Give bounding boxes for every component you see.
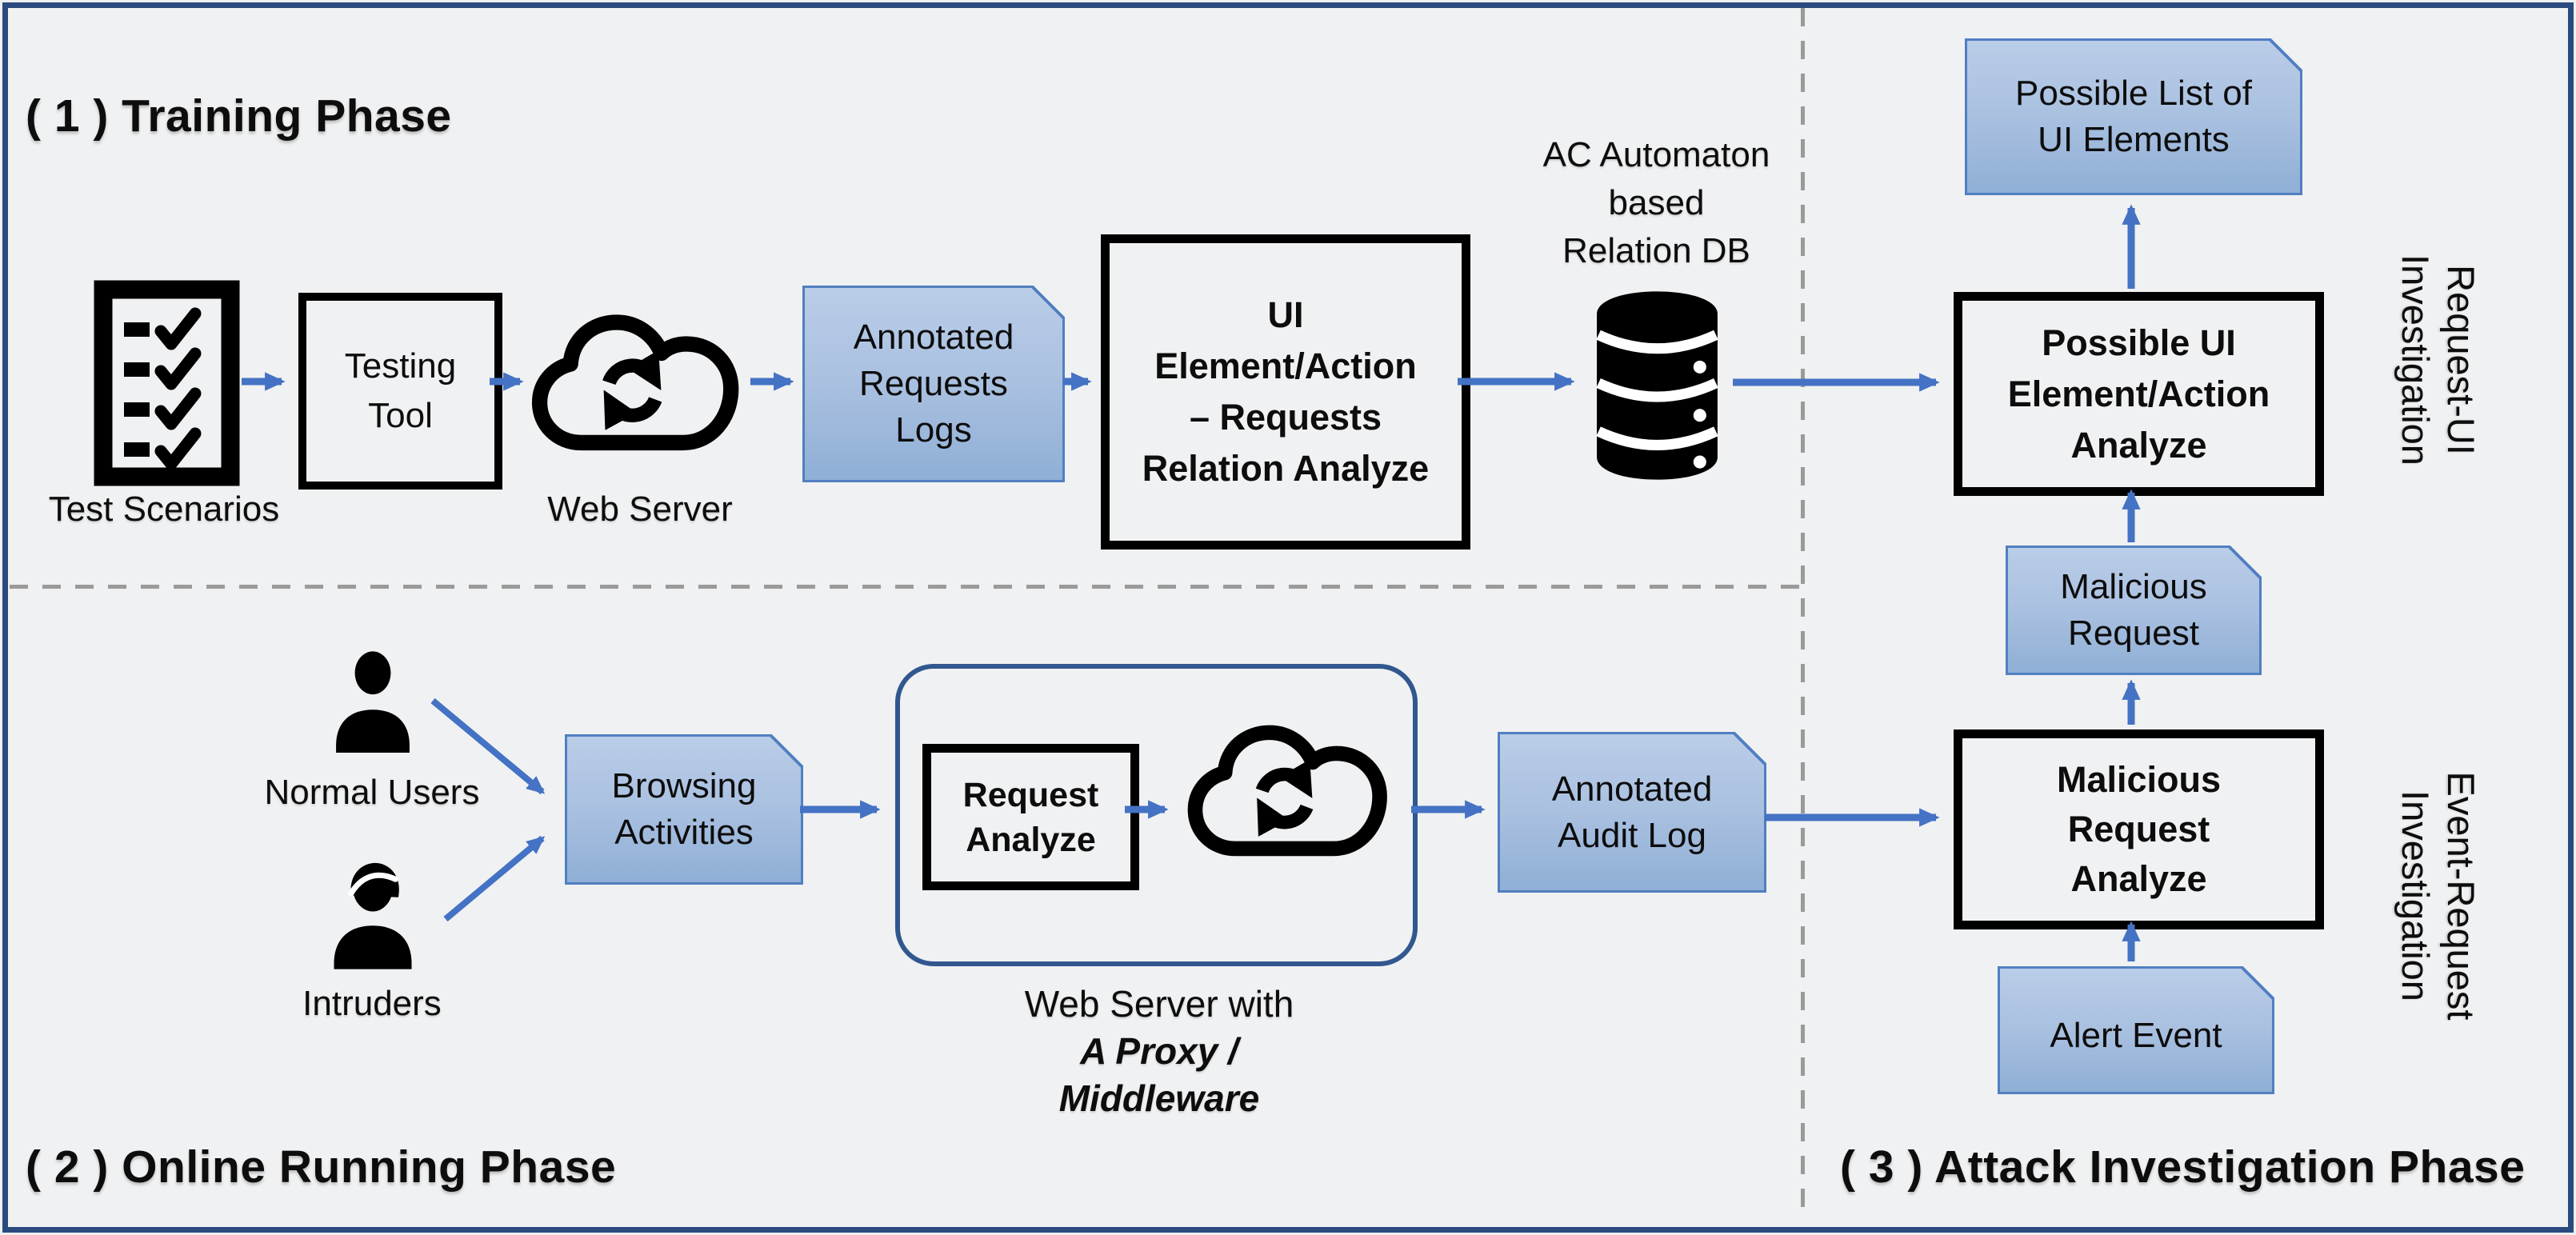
eri-line2: Investigation xyxy=(2394,790,2437,1001)
test-scenarios-label: Test Scenarios xyxy=(48,490,280,529)
arl-line1: Annotated xyxy=(853,318,1014,357)
ui-box-line2: Element/Action xyxy=(1154,346,1417,386)
ui-box-line4: Relation Analyze xyxy=(1142,448,1430,489)
proxy-caption: Web Server with A Proxy / Middleware xyxy=(999,981,1319,1122)
note-fold-icon xyxy=(1733,732,1766,765)
event-request-investigation-label: Event-Request Investigation xyxy=(2380,728,2484,1064)
ui-box-line1: UI xyxy=(1267,294,1304,335)
alert-event-label: Alert Event xyxy=(2050,1016,2222,1055)
ui-relation-analyze-box: UI Element/Action – Requests Relation An… xyxy=(1101,234,1470,550)
db-caption-line2: based xyxy=(1608,183,1705,222)
note-fold-icon xyxy=(1031,286,1065,319)
arl-line2: Requests xyxy=(859,364,1008,403)
pl-line1: Possible List of xyxy=(2015,74,2252,113)
pui-line1: Possible UI xyxy=(2042,322,2236,363)
user-icon xyxy=(328,645,418,757)
malicious-request-note: Malicious Request xyxy=(2006,546,2262,675)
arl-line3: Logs xyxy=(895,410,972,450)
ba-line2: Activities xyxy=(614,813,754,852)
proxy-caption-line3: Middleware xyxy=(1058,1077,1260,1119)
phase2-title: ( 2 ) Online Running Phase xyxy=(26,1141,617,1193)
pui-line2: Element/Action xyxy=(2007,373,2270,414)
pl-line2: UI Elements xyxy=(2038,120,2230,159)
intruders-label: Intruders xyxy=(302,984,442,1023)
alert-event-note: Alert Event xyxy=(1998,966,2274,1094)
web-server-cloud-sync-icon xyxy=(530,308,746,466)
phase3-title: ( 3 ) Attack Investigation Phase xyxy=(1840,1141,2526,1193)
testing-tool-line2: Tool xyxy=(368,396,433,435)
ui-box-line3: – Requests xyxy=(1189,397,1382,438)
ra-line1: Request xyxy=(962,775,1099,814)
checklist-icon xyxy=(94,280,240,486)
note-fold-icon xyxy=(2241,966,2274,1000)
web-server-label: Web Server xyxy=(547,490,733,529)
request-analyze-box: Request Analyze xyxy=(922,744,1139,890)
note-fold-icon xyxy=(770,734,803,768)
database-icon xyxy=(1587,285,1728,486)
relation-db-caption: AC Automaton based Relation DB xyxy=(1502,131,1810,275)
aal-line2: Audit Log xyxy=(1558,815,1706,855)
intruder-user-icon xyxy=(325,857,421,971)
proxy-caption-line1: Web Server with xyxy=(1024,983,1294,1025)
proxy-cloud-sync-icon xyxy=(1184,721,1397,869)
possible-list-note: Possible List of UI Elements xyxy=(1965,38,2302,195)
note-fold-icon xyxy=(2269,38,2302,72)
possible-ui-analyze-box: Possible UI Element/Action Analyze xyxy=(1954,292,2324,496)
annotated-requests-logs-note: Annotated Requests Logs xyxy=(802,286,1065,482)
testing-tool-line1: Testing xyxy=(344,346,457,386)
db-caption-line1: AC Automaton xyxy=(1542,135,1770,174)
aal-line1: Annotated xyxy=(1551,769,1713,809)
phase1-title: ( 1 ) Training Phase xyxy=(26,90,452,142)
rui-line1: Request-UI xyxy=(2440,265,2482,455)
browsing-activities-note: Browsing Activities xyxy=(565,734,803,885)
mr-line1: Malicious xyxy=(2060,567,2207,606)
vertical-phase-divider xyxy=(1801,8,1805,1221)
mra-line1: Malicious xyxy=(2056,759,2222,800)
pui-line3: Analyze xyxy=(2070,424,2207,466)
horizontal-phase-divider xyxy=(10,585,1801,589)
malicious-request-analyze-box: Malicious Request Analyze xyxy=(1954,729,2324,929)
annotated-audit-log-note: Annotated Audit Log xyxy=(1498,732,1766,893)
mra-line2: Request xyxy=(2067,809,2210,849)
mr-line2: Request xyxy=(2068,614,2199,653)
rui-line2: Investigation xyxy=(2394,254,2437,466)
testing-tool-box: Testing Tool xyxy=(298,293,502,490)
ba-line1: Browsing xyxy=(611,766,757,805)
db-caption-line3: Relation DB xyxy=(1562,231,1750,270)
note-fold-icon xyxy=(2228,546,2262,579)
request-ui-investigation-label: Request-UI Investigation xyxy=(2380,192,2484,528)
web-server-proxy-container xyxy=(895,664,1418,966)
eri-line1: Event-Request xyxy=(2440,771,2482,1021)
proxy-caption-line2: A Proxy / xyxy=(1080,1030,1238,1072)
ra-line2: Analyze xyxy=(966,820,1096,859)
normal-users-label: Normal Users xyxy=(264,773,480,812)
mra-line3: Analyze xyxy=(2070,858,2207,899)
